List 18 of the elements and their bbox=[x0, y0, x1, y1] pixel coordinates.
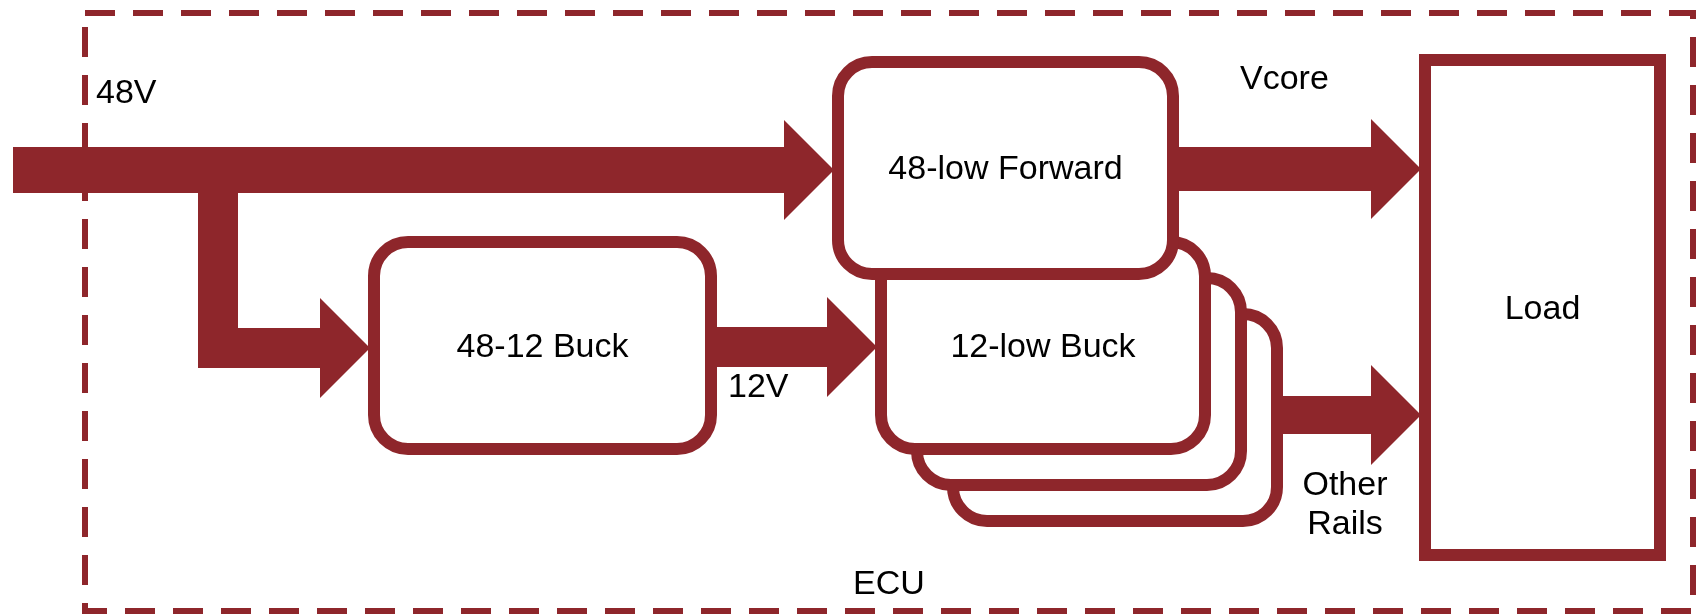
dashed-boundary bbox=[82, 10, 1696, 614]
group-label: ECU bbox=[853, 562, 925, 602]
arrow bbox=[13, 120, 834, 220]
load-box bbox=[1419, 54, 1666, 561]
box-label: 48-12 Buck bbox=[456, 325, 629, 366]
process-box bbox=[875, 236, 1283, 527]
box-label: 48-low Forward bbox=[888, 148, 1123, 188]
arrow bbox=[1283, 365, 1421, 465]
arrow bbox=[717, 297, 877, 397]
box-label: 12-low Buck bbox=[949, 325, 1137, 365]
edge-label: 12V bbox=[728, 366, 789, 406]
process-box bbox=[832, 56, 1179, 280]
arrow bbox=[1179, 119, 1421, 219]
edge-label: 48V bbox=[96, 72, 157, 112]
process-box bbox=[368, 236, 717, 455]
edge-label: Other Rails bbox=[1301, 464, 1389, 543]
edge-label: Vcore bbox=[1240, 58, 1329, 98]
box-label: Load bbox=[1504, 287, 1581, 328]
